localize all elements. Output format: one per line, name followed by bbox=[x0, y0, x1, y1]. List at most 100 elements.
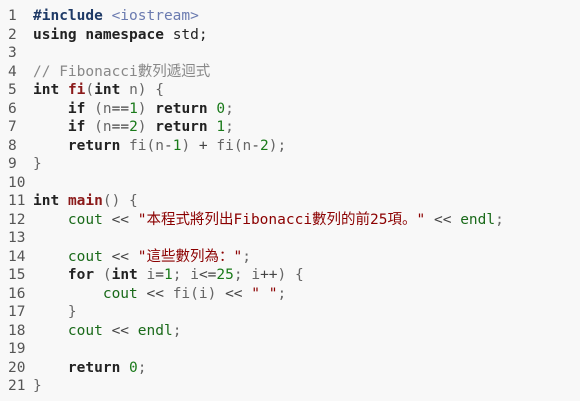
code-token: << bbox=[102, 322, 138, 339]
code-line[interactable]: 7 if (n==2) return 1; bbox=[0, 118, 580, 137]
code-token: fi(n bbox=[120, 137, 164, 154]
code-line[interactable]: 20 return 0; bbox=[0, 359, 580, 378]
code-token: 2 bbox=[260, 137, 269, 154]
code-line[interactable]: 5 int fi(int n) { bbox=[0, 81, 580, 100]
code-token: if bbox=[67, 119, 86, 135]
code-token: + bbox=[198, 137, 208, 154]
line-number: 17 bbox=[8, 304, 26, 320]
code-line[interactable]: 21} bbox=[0, 377, 580, 396]
code-token: ; bbox=[495, 211, 504, 228]
code-token: 1 bbox=[216, 119, 226, 135]
code-token bbox=[33, 101, 68, 117]
code-token: ); bbox=[268, 137, 287, 154]
code-token: i bbox=[137, 267, 156, 283]
code-token: = bbox=[155, 267, 164, 283]
code-text[interactable]: // Fibonacci數列遞迴式 bbox=[33, 63, 210, 82]
code-text[interactable]: return fi(n-1) + fi(n-2); bbox=[33, 137, 286, 156]
code-line[interactable]: 19 bbox=[0, 340, 580, 359]
code-token bbox=[33, 304, 68, 320]
code-line[interactable]: 17 } bbox=[0, 303, 580, 322]
code-token bbox=[33, 286, 103, 302]
code-token: cout bbox=[67, 322, 103, 339]
code-token: return bbox=[67, 137, 121, 154]
line-number: 7 bbox=[8, 119, 17, 135]
code-token: ) bbox=[137, 119, 156, 135]
code-line[interactable]: 4// Fibonacci數列遞迴式 bbox=[0, 63, 580, 82]
code-text[interactable]: #include <iostream> bbox=[33, 7, 199, 26]
code-token bbox=[33, 212, 68, 228]
code-text[interactable]: int fi(int n) { bbox=[33, 81, 164, 100]
line-number: 15 bbox=[8, 267, 26, 283]
code-token: int bbox=[94, 82, 121, 98]
code-token: 2 bbox=[129, 119, 138, 135]
code-token: (n bbox=[85, 100, 112, 117]
code-line[interactable]: 15 for (int i=1; i<=25; i++) { bbox=[0, 266, 580, 285]
code-token: << bbox=[216, 285, 252, 302]
line-number: 12 bbox=[8, 211, 26, 228]
code-text[interactable]: if (n==2) return 1; bbox=[33, 118, 234, 137]
code-token: (n bbox=[85, 119, 112, 135]
code-line[interactable]: 10 bbox=[0, 174, 580, 193]
code-text[interactable]: int main() { bbox=[33, 192, 138, 211]
code-line[interactable]: 14 cout << "這些數列為："; bbox=[0, 248, 580, 267]
code-token: for bbox=[67, 267, 95, 283]
code-token: 25 bbox=[216, 267, 234, 283]
code-token: ; bbox=[225, 119, 234, 135]
code-token: return bbox=[155, 119, 208, 135]
code-line[interactable]: 1 #include <iostream> bbox=[0, 7, 580, 26]
line-number: 19 bbox=[8, 341, 26, 357]
code-token: } bbox=[67, 304, 77, 320]
code-token: <= bbox=[198, 267, 217, 283]
code-line[interactable]: 8 return fi(n-1) + fi(n-2); bbox=[0, 137, 580, 156]
code-text[interactable]: for (int i=1; i<=25; i++) { bbox=[33, 266, 304, 285]
code-line[interactable]: 13 bbox=[0, 229, 580, 248]
code-token: fi bbox=[67, 82, 86, 98]
code-text[interactable]: cout << "這些數列為："; bbox=[33, 248, 251, 267]
code-token: ( bbox=[85, 82, 95, 98]
line-number: 16 bbox=[8, 285, 26, 302]
code-text[interactable]: } bbox=[33, 155, 42, 174]
code-token: ( bbox=[94, 267, 112, 283]
line-number: 11 bbox=[8, 193, 26, 209]
code-token: () { bbox=[102, 193, 138, 209]
code-text[interactable]: using namespace std; bbox=[33, 26, 208, 45]
code-token: <iostream> bbox=[111, 8, 199, 24]
line-number: 5 bbox=[8, 82, 17, 98]
code-text[interactable]: } bbox=[33, 377, 42, 396]
code-token: cout bbox=[67, 211, 103, 228]
code-token: ++ bbox=[260, 267, 278, 283]
code-line[interactable]: 16 cout << fi(i) << " "; bbox=[0, 285, 580, 304]
code-line[interactable]: 12 cout << "本程式將列出Fibonacci數列的前25項。" << … bbox=[0, 211, 580, 230]
code-token: == bbox=[111, 100, 130, 117]
code-text[interactable]: cout << "本程式將列出Fibonacci數列的前25項。" << end… bbox=[33, 211, 504, 230]
code-token bbox=[33, 249, 68, 265]
line-number: 1 bbox=[8, 8, 17, 24]
code-line[interactable]: 11 int main() { bbox=[0, 192, 580, 211]
code-line[interactable]: 6 if (n==1) return 0; bbox=[0, 100, 580, 119]
line-number: 8 bbox=[8, 137, 17, 154]
code-token: return bbox=[67, 359, 121, 376]
line-number: 9 bbox=[8, 156, 17, 172]
code-token: int bbox=[111, 267, 138, 283]
code-token: // Fibonacci數列遞迴式 bbox=[33, 63, 211, 80]
code-token bbox=[33, 267, 68, 283]
line-number: 14 bbox=[8, 248, 26, 265]
line-number: 2 bbox=[8, 26, 17, 43]
code-token: endl bbox=[460, 211, 496, 228]
code-line[interactable]: 2 using namespace std; bbox=[0, 26, 580, 45]
code-text[interactable]: if (n==1) return 0; bbox=[33, 100, 234, 119]
code-line[interactable]: 3 bbox=[0, 44, 580, 63]
code-token: ) bbox=[181, 137, 199, 154]
code-text[interactable]: cout << fi(i) << " "; bbox=[33, 285, 286, 304]
code-token: using bbox=[33, 26, 77, 43]
code-token: 1 bbox=[164, 267, 173, 283]
code-token: "這些數列為：" bbox=[137, 248, 243, 265]
code-text[interactable]: cout << endl; bbox=[33, 322, 182, 341]
code-line[interactable]: 18 cout << endl; bbox=[0, 322, 580, 341]
code-text[interactable]: } bbox=[33, 303, 77, 322]
code-text[interactable]: return 0; bbox=[33, 359, 147, 378]
code-line[interactable]: 9} bbox=[0, 155, 580, 174]
code-token bbox=[120, 360, 129, 376]
code-token: ; bbox=[277, 285, 287, 302]
